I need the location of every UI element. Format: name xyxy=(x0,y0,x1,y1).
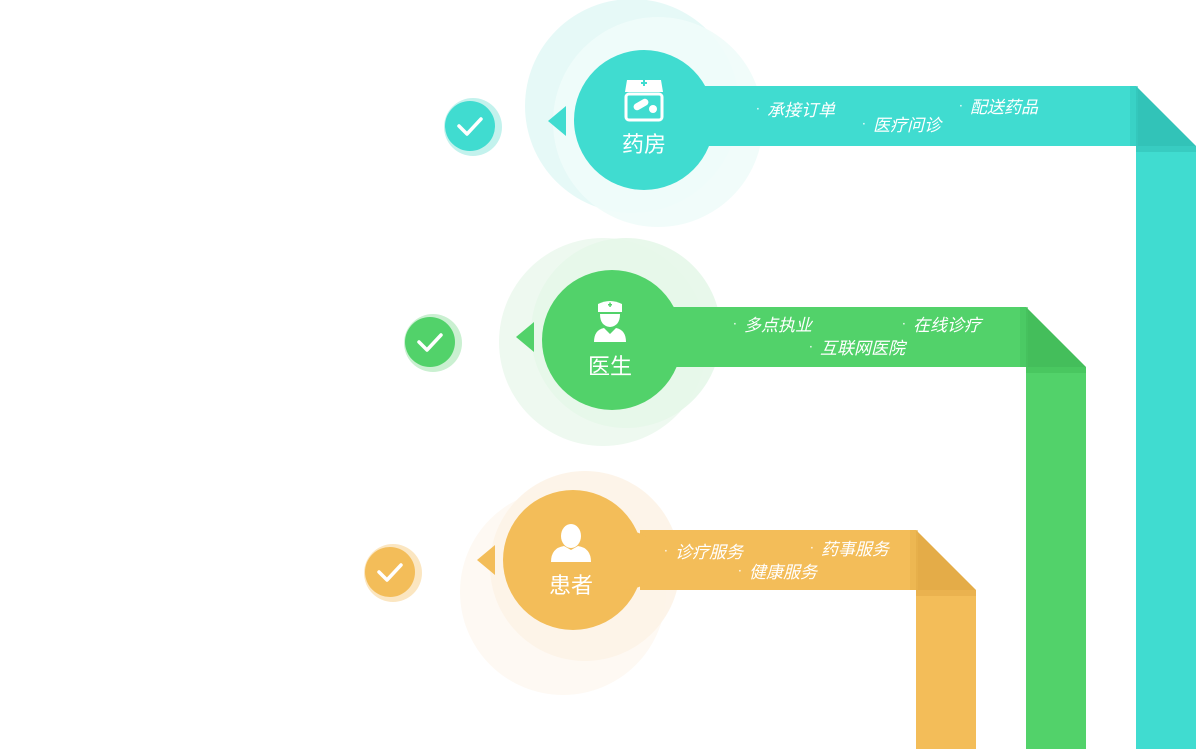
doctor-service-3: 在线诊疗 xyxy=(913,316,984,336)
pharmacy-check-icon xyxy=(457,117,483,136)
doctor-ribbon-band xyxy=(660,307,1026,367)
pharmacy-check-circle xyxy=(445,101,495,151)
pharmacy-service-dot: · xyxy=(959,99,963,113)
doctor-ribbon-shade xyxy=(1020,307,1028,367)
pharmacy-circle-neck xyxy=(690,86,722,146)
doctor-icon xyxy=(594,301,626,342)
pharmacy-service-dot: · xyxy=(862,117,866,131)
role-pharmacy: 药房 · 承接订单 · 医疗问诊 · 配送药品 xyxy=(444,0,1196,749)
pharmacy-service-1: 承接订单 xyxy=(767,101,836,121)
doctor-check-circle xyxy=(405,317,455,367)
doctor-circle-neck xyxy=(660,307,690,367)
role-doctor: 医生 · 多点执业 · 互联网医院 · 在线诊疗 xyxy=(404,238,1086,749)
patient-user-icon xyxy=(551,524,591,562)
patient-service-dot: · xyxy=(738,564,742,578)
pharmacy-pointer xyxy=(548,106,566,136)
pharmacy-service-dot: · xyxy=(756,102,760,116)
patient-ribbon-vertical-shadow xyxy=(916,590,976,596)
doctor-ribbon-vertical-shadow xyxy=(1026,367,1086,373)
pharmacy-ribbon-vertical xyxy=(1136,146,1196,749)
pharmacy-service-2: 医疗问诊 xyxy=(873,116,943,136)
patient-label: 患者 xyxy=(549,574,593,599)
patient-pointer xyxy=(477,545,495,575)
doctor-service-1: 多点执业 xyxy=(744,316,814,336)
patient-ribbon-shade xyxy=(910,530,918,590)
patient-ribbon-fold xyxy=(916,530,976,590)
doctor-service-dot: · xyxy=(902,317,906,331)
patient-circle-neck xyxy=(620,530,650,590)
doctor-service-2: 互联网医院 xyxy=(820,339,908,359)
doctor-label: 医生 xyxy=(588,355,632,380)
pharmacy-ribbon-fold xyxy=(1136,86,1196,146)
pharmacy-ribbon-band xyxy=(690,86,1136,146)
pharmacy-service-3: 配送药品 xyxy=(970,98,1039,118)
patient-ribbon-vertical xyxy=(916,590,976,749)
pharmacy-ribbon-vertical-shadow xyxy=(1136,146,1196,152)
patient-check-circle xyxy=(365,547,415,597)
patient-service-dot: · xyxy=(810,541,814,555)
doctor-service-dot: · xyxy=(809,340,813,354)
doctor-service-dot: · xyxy=(733,317,737,331)
pharmacy-ribbon-shade xyxy=(1130,86,1138,146)
patient-check-icon xyxy=(377,563,403,582)
patient-service-2: 健康服务 xyxy=(749,563,819,583)
doctor-check-icon xyxy=(417,333,443,352)
patient-service-3: 药事服务 xyxy=(821,540,891,560)
patient-service-dot: · xyxy=(664,544,668,558)
pharmacy-label: 药房 xyxy=(622,133,666,158)
pharmacy-store-icon xyxy=(624,80,664,122)
patient-service-1: 诊疗服务 xyxy=(675,543,745,563)
patient-ribbon-band xyxy=(640,530,916,590)
doctor-pointer xyxy=(516,322,534,352)
doctor-ribbon-vertical xyxy=(1026,367,1086,749)
role-patient: 患者 · 诊疗服务 · 健康服务 · 药事服务 xyxy=(364,471,976,749)
doctor-ribbon-fold xyxy=(1026,307,1086,367)
